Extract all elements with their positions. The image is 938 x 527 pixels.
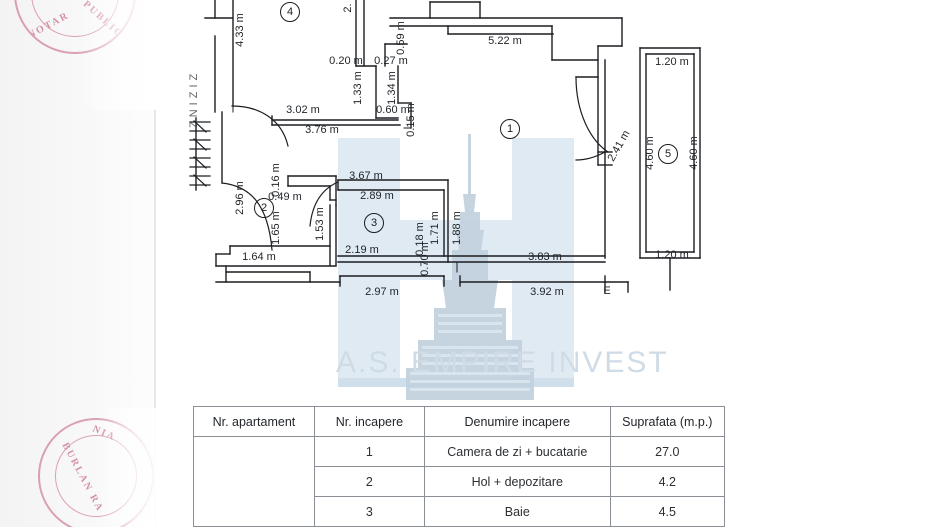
dimension-label: 3.02 m: [286, 104, 320, 116]
dimension-label: 3.92 m: [530, 286, 564, 298]
cell-room-number: 1: [313, 436, 425, 467]
room-marker-4: 4: [280, 2, 300, 22]
dimension-label: 1.53 m: [314, 207, 326, 241]
paper-fold-edge: [154, 0, 156, 527]
dimension-label: 4.33 m: [234, 13, 246, 47]
dimension-label: 1.20 m: [655, 56, 689, 68]
dimension-label: 4.60 m: [644, 136, 656, 170]
cell-room-area: 4.5: [609, 496, 726, 527]
room-marker-2: 2: [254, 198, 274, 218]
dimension-label: 2.96 m: [234, 181, 246, 215]
dimension-label: 2.89 m: [360, 190, 394, 202]
dimension-label: 0.15 m: [405, 103, 417, 137]
room-schedule-table: Nr. apartament Nr. incapere Denumire inc…: [193, 406, 726, 527]
header-nr-incapere: Nr. incapere: [313, 406, 425, 437]
cell-room-name: Baie: [423, 496, 611, 527]
dimension-label: 0.20 m: [329, 55, 363, 67]
stamp-top-fade: [78, 0, 156, 110]
dimension-label: 1.64 m: [242, 251, 276, 263]
dimension-label: 2.: [342, 3, 354, 13]
cell-room-area: 4.2: [609, 466, 726, 497]
dimension-label: 0.70 m: [419, 242, 431, 276]
dimension-label: 1.88 m: [451, 211, 463, 245]
header-denumire-incapere: Denumire incapere: [423, 406, 611, 437]
cell-apartment-blank: [193, 436, 315, 467]
table-header-row: Nr. apartament Nr. incapere Denumire inc…: [193, 406, 726, 437]
cell-room-name: Camera de zi + bucatarie: [423, 436, 611, 467]
room-marker-label: 4: [286, 6, 294, 18]
header-suprafata: Suprafata (m.p.): [609, 406, 726, 437]
cell-room-number: 3: [313, 496, 425, 527]
room-marker-label: 2: [260, 202, 268, 214]
dimension-label: 0.49 m: [268, 191, 302, 203]
room-marker-3: 3: [364, 213, 384, 233]
dimension-label: 1.71 m: [429, 211, 441, 245]
room-marker-label: 3: [370, 217, 378, 229]
left-edge-rotated-label: ZNIZIZ: [188, 69, 200, 128]
dimension-label: 2.97 m: [365, 286, 399, 298]
room-marker-5: 5: [658, 144, 678, 164]
dimension-label: 3.83 m: [528, 251, 562, 263]
dimension-label: 1.65 m: [270, 211, 282, 245]
cell-room-area: 27.0: [609, 436, 726, 467]
dimension-label: 1.34 m: [386, 71, 398, 105]
dimension-label: E: [603, 285, 611, 297]
dimension-label: 2.19 m: [345, 244, 379, 256]
cell-room-name: Hol + depozitare: [423, 466, 611, 497]
cell-room-number: 2: [313, 466, 425, 497]
dimension-label: 0.27 m: [374, 55, 408, 67]
dimension-label: 0.60 m: [376, 104, 410, 116]
dimension-label: 5.22 m: [488, 35, 522, 47]
stamp-bottom-fade: [98, 408, 160, 527]
dimension-label: 1.33 m: [352, 71, 364, 105]
room-marker-1: 1: [500, 119, 520, 139]
header-nr-apartament: Nr. apartament: [193, 406, 315, 437]
dimension-label: 3.76 m: [305, 124, 339, 136]
cell-apartment-blank: [193, 496, 315, 527]
cell-apartment-blank: [193, 466, 315, 497]
room-marker-label: 5: [664, 148, 672, 160]
dimension-label: 0.59 m: [395, 21, 407, 55]
dimension-label: 4.60 m: [688, 136, 700, 170]
room-marker-label: 1: [506, 123, 514, 135]
dimension-label: 3.67 m: [349, 170, 383, 182]
dimension-label: 1.20 m: [655, 249, 689, 261]
